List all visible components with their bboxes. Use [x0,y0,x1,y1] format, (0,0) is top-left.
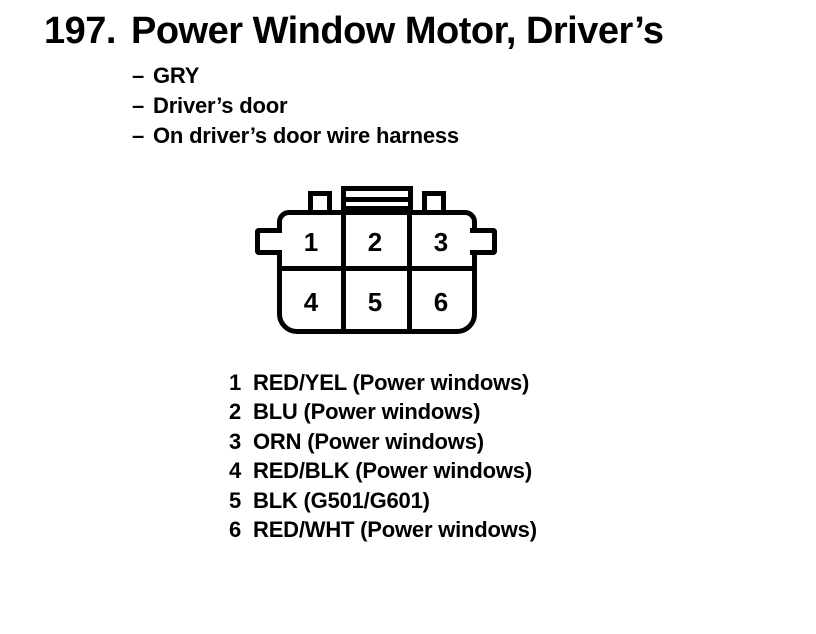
note-text: Driver’s door [153,93,288,118]
connector-notes: –GRY –Driver’s door –On driver’s door wi… [132,61,459,151]
pin-cavity-3: 3 [433,227,449,257]
pin-number: 5 [229,487,242,513]
note-item: –GRY [132,61,459,91]
note-item: –On driver’s door wire harness [132,121,459,151]
pin-number: 2 [229,399,242,425]
pin-row: 3 ORN (Power windows) [229,427,537,456]
connector-body [277,210,477,334]
pin-cavity-5: 5 [367,287,383,317]
pin-cavity-4: 4 [303,287,319,317]
pin-number: 4 [229,458,242,484]
pin-number: 1 [229,370,242,395]
pin-cavity-6: 6 [433,287,449,317]
cavity-divider-vertical [341,212,346,332]
cavity-divider-horizontal [280,266,474,271]
pin-row: 5 BLK (G501/G601) [229,486,537,515]
connector-top-tab-right [422,191,446,215]
connector-ear-left [255,228,282,255]
pin-label: RED/WHT (Power windows) [253,517,537,543]
page-title: 197. Power Window Motor, Driver’s [44,8,664,54]
note-text: GRY [153,63,200,88]
pin-cavity-1: 1 [303,227,319,257]
latch-ridge [346,197,408,202]
pin-row: 6 RED/WHT (Power windows) [229,515,537,544]
note-text: On driver’s door wire harness [153,123,459,148]
figure-title: Power Window Motor, Driver’s [130,10,664,52]
connector-latch [341,186,413,215]
pin-label: RED/BLK (Power windows) [253,458,532,484]
note-dash: – [132,63,145,88]
connector-top-tab-left [308,191,332,215]
pin-label: BLK (G501/G601) [253,487,430,513]
cavity-divider-vertical [407,212,412,332]
pin-list: 1 RED/YEL (Power windows) 2 BLU (Power win… [229,368,537,544]
latch-ridge [346,206,408,211]
pin-label: ORN (Power windows) [253,428,484,454]
pin-row: 1 RED/YEL (Power windows) [229,368,537,397]
pin-number: 6 [229,517,242,543]
pin-cavity-2: 2 [367,227,383,257]
note-dash: – [132,123,145,148]
pin-label: BLU (Power windows) [253,399,481,425]
pin-number: 3 [229,428,242,454]
connector-ear-right [470,228,497,255]
note-dash: – [132,93,145,118]
figure-number: 197. [44,10,116,52]
pin-row: 4 RED/BLK (Power windows) [229,456,537,485]
pin-label: RED/YEL (Power windows) [253,370,530,395]
note-item: –Driver’s door [132,91,459,121]
pin-row: 2 BLU (Power windows) [229,397,537,426]
